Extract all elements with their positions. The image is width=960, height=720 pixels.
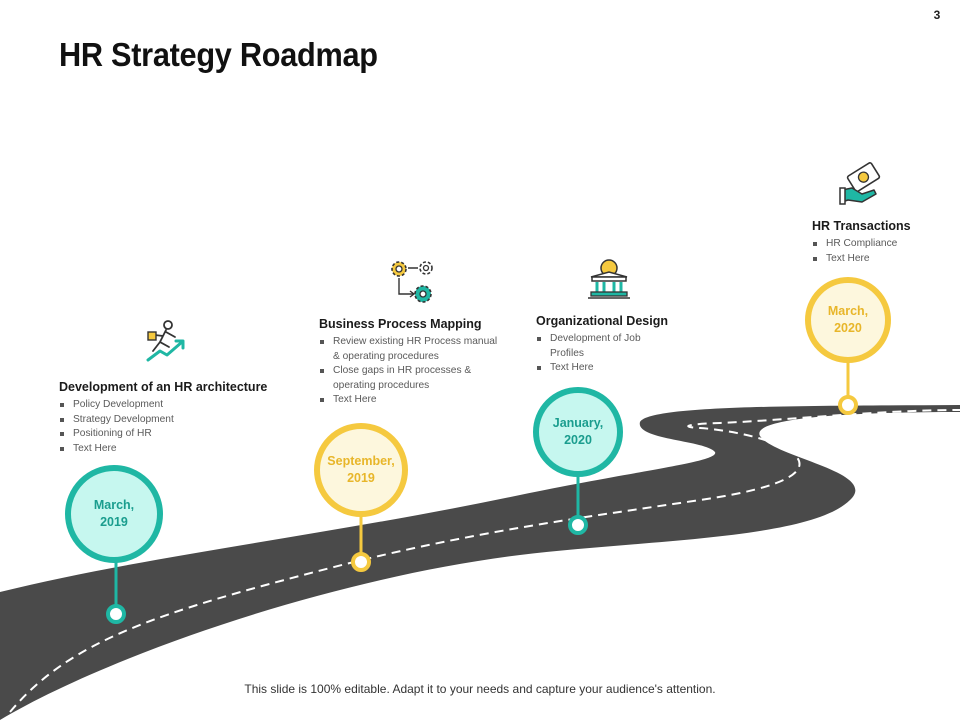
page-title: HR Strategy Roadmap xyxy=(59,36,378,73)
stage-bullet-list: HR Compliance Text Here xyxy=(812,237,952,266)
stage-heading: HR Transactions xyxy=(812,219,911,233)
stage-heading: Business Process Mapping xyxy=(319,317,482,331)
institution-building-icon xyxy=(588,259,630,299)
stage-development-hr-architecture: Development of an HR architecture Policy… xyxy=(59,380,289,456)
stage-business-process-mapping: Business Process Mapping Review existing… xyxy=(319,317,499,408)
page-number: 3 xyxy=(933,8,941,22)
stage-heading: Organizational Design xyxy=(536,314,668,328)
pin-dot-1 xyxy=(106,604,126,624)
list-item: Text Here xyxy=(812,252,952,267)
stage-bullet-list: Review existing HR Process manual & oper… xyxy=(319,335,499,408)
list-item: Positioning of HR xyxy=(59,427,289,442)
milestone-date-march-2020: March, 2020 xyxy=(805,277,891,363)
road xyxy=(0,405,960,720)
hand-money-icon xyxy=(839,162,881,205)
list-item: Policy Development xyxy=(59,398,289,413)
businessman-growth-arrow-icon xyxy=(146,320,185,362)
milestone-date-january-2020: January, 2020 xyxy=(533,387,623,477)
stage-heading: Development of an HR architecture xyxy=(59,380,268,394)
milestone-date-march-2019: March, 2019 xyxy=(65,465,163,563)
pin-dot-4 xyxy=(838,395,858,415)
milestone-date-september-2019: September, 2019 xyxy=(314,423,408,517)
list-item: Strategy Development xyxy=(59,413,289,428)
pin-dot-3 xyxy=(568,515,588,535)
list-item: Development of Job Profiles xyxy=(536,332,658,361)
stage-hr-transactions: HR Transactions HR Compliance Text Here xyxy=(812,219,952,266)
stage-organizational-design: Organizational Design Development of Job… xyxy=(536,314,686,376)
stage-bullet-list: Policy Development Strategy Development … xyxy=(59,398,289,456)
list-item: Text Here xyxy=(536,361,686,376)
footer-note: This slide is 100% editable. Adapt it to… xyxy=(244,682,716,696)
stage-bullet-list: Development of Job Profiles Text Here xyxy=(536,332,686,376)
gears-process-icon xyxy=(391,261,433,303)
list-item: Text Here xyxy=(59,442,289,457)
list-item: HR Compliance xyxy=(812,237,952,252)
list-item: Text Here xyxy=(319,393,499,408)
list-item: Close gaps in HR processes & operating p… xyxy=(319,364,499,393)
list-item: Review existing HR Process manual & oper… xyxy=(319,335,499,364)
pin-dot-2 xyxy=(351,552,371,572)
